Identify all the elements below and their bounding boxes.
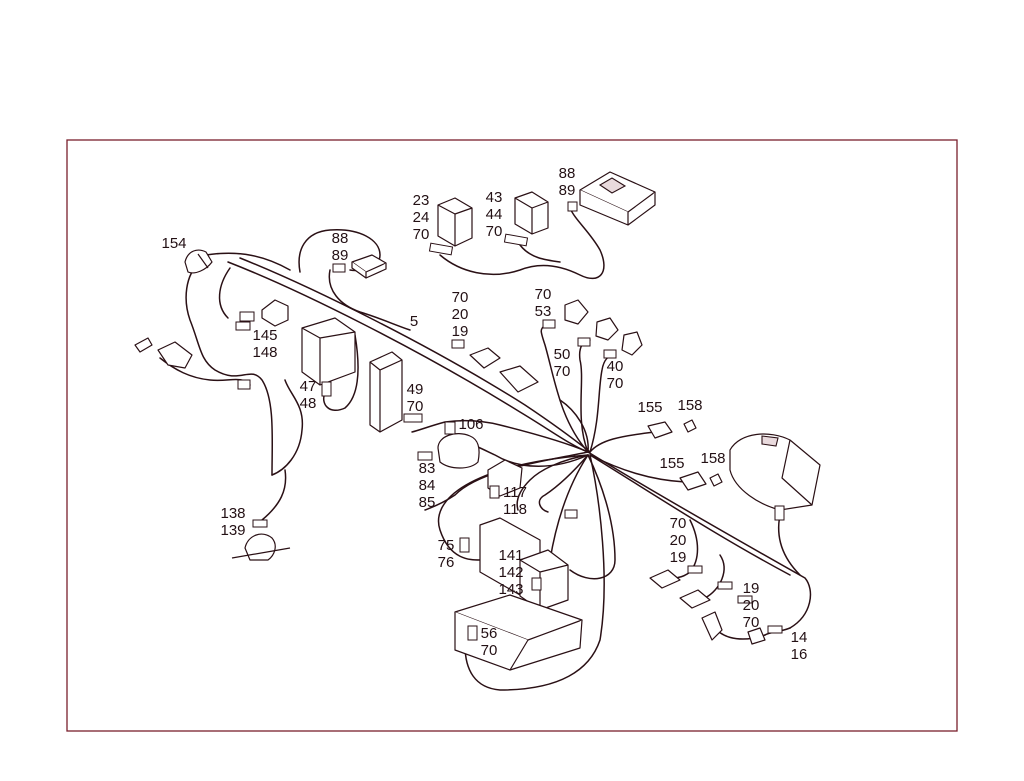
wire-19-20 [704,554,725,599]
wire-141 [569,454,616,580]
wire-50 [578,339,591,453]
callout-5: 5 [410,313,418,330]
component-right-small [649,565,783,645]
callout-155-lower: 155 [659,455,684,472]
wire-155a [589,431,656,453]
wire-154-top [205,252,291,271]
component-155a [647,419,697,439]
wire-hub-top [559,399,589,453]
callout-158-upper: 158 [677,397,702,414]
callout-106: 106 [458,416,483,433]
diagram-frame [66,139,958,732]
wire-47 [323,334,359,412]
component-138 [231,519,291,561]
component-155b [679,471,723,491]
wire-143 [549,454,589,561]
component-center-plug [451,339,539,393]
component-117 [487,459,523,499]
component-23 [428,197,473,256]
wire-118 [538,454,589,513]
callout-155-upper: 155 [637,399,662,416]
wire-158b [778,514,801,576]
component-43 [503,191,549,247]
component-47 [301,317,356,397]
component-154 [184,249,213,274]
wire-88a-down [328,269,411,331]
component-left-connector [134,337,251,390]
wire-56 [464,454,605,691]
wire-154-left [185,261,274,476]
components [134,171,821,671]
harness-trunk-lower-2 [589,454,791,576]
wire-117 [516,454,589,511]
wire-145-loop [218,267,231,319]
component-88b [567,171,656,226]
harness-trunk-lower [587,451,812,629]
component-49 [369,351,423,433]
component-88a [351,254,387,279]
connector-tag [332,263,346,273]
wire-43 [519,244,561,263]
wire-138 [261,469,287,521]
harness-trunk-upper [227,261,589,453]
wire-155b [589,454,686,483]
connector-tag [564,509,578,519]
harness-trunk-upper-2 [239,257,591,453]
component-70-53 [542,299,643,359]
wire-left-loop [271,379,304,476]
component-56 [454,594,583,671]
wire-49 [411,420,589,453]
callout-158-lower: 158 [700,450,725,467]
component-141 [519,549,569,611]
wire-70-53 [540,324,589,453]
component-106 [417,421,480,469]
component-housing-right [729,433,821,521]
wire-top-right-loop [439,207,605,280]
component-145 [235,299,289,331]
callout-154: 154 [161,235,186,252]
wire-83 [424,451,589,511]
